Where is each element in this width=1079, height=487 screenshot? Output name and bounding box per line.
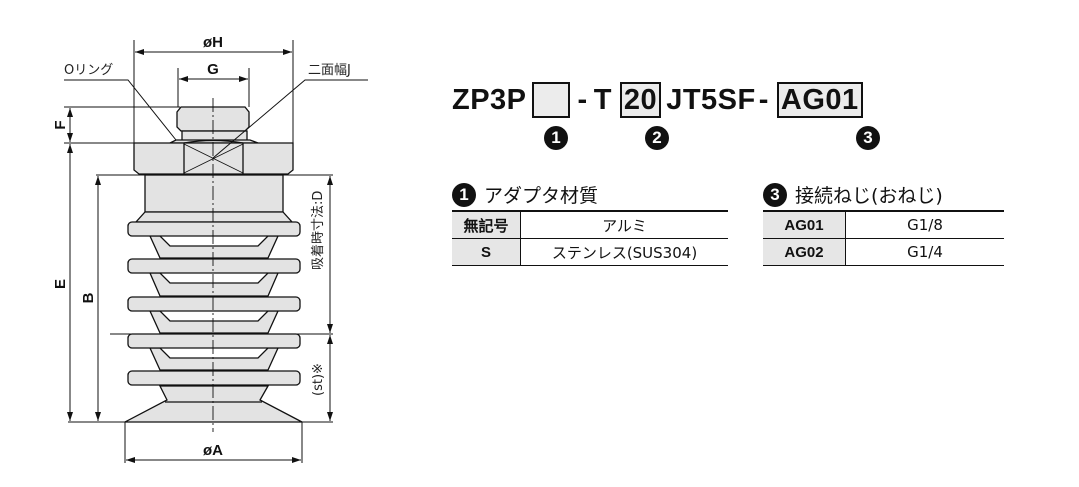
pad-body <box>124 106 303 423</box>
table-row: 無記号アルミ <box>452 210 728 239</box>
adapter-material-title: 1 アダプタ材質 <box>452 181 598 208</box>
code-cell: AG02 <box>763 238 846 266</box>
dim-d-label: 吸着時寸法:D <box>310 191 326 270</box>
dim-h-label: øH <box>203 34 223 51</box>
bellows-ring <box>127 333 301 349</box>
value-cell: G1/4 <box>845 238 1004 266</box>
code-cell: S <box>452 238 521 266</box>
marker-3: 3 <box>856 126 880 150</box>
bellows-valley <box>149 272 279 297</box>
part-number: ZP3P - T 20 JT5SF - AG01 <box>452 82 868 118</box>
stroke-label: (st)※ <box>311 363 326 396</box>
bellows-ring <box>127 258 301 274</box>
dim-g-label: G <box>207 61 219 78</box>
section-title: 接続ねじ(おねじ) <box>795 185 943 207</box>
pn-prefix: ZP3P <box>452 83 527 116</box>
dim-b-label: B <box>80 292 97 303</box>
bellows-valley <box>148 310 280 334</box>
marker-1-icon: 1 <box>452 182 476 207</box>
connection-thread-title: 3 接続ねじ(おねじ) <box>763 181 943 208</box>
dim-f-label: F <box>52 120 69 129</box>
dimension-lines <box>64 40 368 463</box>
dim-e-label: E <box>52 279 69 289</box>
pn-sep-2: - <box>758 83 769 116</box>
value-cell: アルミ <box>520 210 728 239</box>
pn-slot-2: 20 <box>619 82 662 118</box>
o-ring-label: Oリング <box>64 63 113 78</box>
pn-slot-3: AG01 <box>776 82 863 118</box>
bellows-ring <box>127 370 301 386</box>
bellows-valley <box>148 347 280 371</box>
section-title: アダプタ材質 <box>484 185 599 207</box>
pn-slot-1 <box>531 82 570 118</box>
pn-t: T <box>593 83 612 116</box>
pn-mid: JT5SF <box>666 83 756 116</box>
value-cell: G1/8 <box>845 210 1004 239</box>
pn-sep-1: - <box>577 83 588 116</box>
bellows-ring <box>127 221 301 237</box>
marker-3-icon: 3 <box>763 182 787 207</box>
marker-1: 1 <box>544 126 568 150</box>
vacuum-pad-drawing: øH G Oリング 二面幅J F E B 吸着時寸法:D (st)※ øA <box>52 34 368 463</box>
code-cell: 無記号 <box>452 210 521 239</box>
code-cell: AG01 <box>763 210 846 239</box>
bellows-valley <box>148 235 280 259</box>
bellows-ring <box>127 296 301 312</box>
value-cell: ステンレス(SUS304) <box>520 238 728 266</box>
across-flats-label: 二面幅J <box>308 63 351 78</box>
dim-a-label: øA <box>203 442 223 459</box>
marker-2: 2 <box>645 126 669 150</box>
